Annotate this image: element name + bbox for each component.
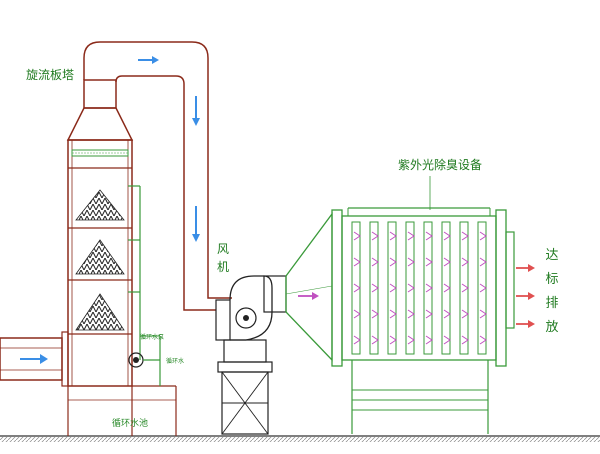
uv-ray-icon: [479, 257, 487, 267]
uv-ray-icon: [407, 283, 415, 293]
uv-ray-icon: [479, 231, 487, 241]
uv-ray-icon: [389, 283, 397, 293]
uv-lamp-tube: [423, 221, 433, 355]
uv-ray-icon: [371, 257, 379, 267]
swirl-plate-tower: [66, 79, 141, 387]
uv-ray-icon: [353, 231, 361, 241]
uv-ray-icon: [425, 309, 433, 319]
uv-lamp-tube: [477, 221, 487, 355]
tower-base: [67, 385, 177, 436]
uv-ray-icon: [389, 309, 397, 319]
uv-ray-icon: [389, 231, 397, 241]
inlet-flow-arrow-icon: [20, 354, 48, 364]
uv-ray-icon: [461, 309, 469, 319]
inlet-uv-arrow-icon: [298, 292, 319, 300]
duct-flow-arrow-icon: [138, 56, 200, 242]
uv-ray-icon: [353, 335, 361, 345]
pump-label-a: 循环水泵: [140, 334, 165, 341]
uv-ray-icon: [407, 257, 415, 267]
uv-ray-icon: [389, 257, 397, 267]
uv-lamp-tube: [351, 221, 361, 355]
fan-unit: [215, 275, 287, 435]
uv-ray-icon: [407, 335, 415, 345]
uv-ray-icon: [461, 335, 469, 345]
uv-ray-icon: [425, 283, 433, 293]
uv-ray-icon: [443, 257, 451, 267]
uv-ray-icon: [461, 231, 469, 241]
uv-ray-icon: [443, 309, 451, 319]
uv-ray-icon: [425, 231, 433, 241]
uv-ray-icon: [389, 335, 397, 345]
pool-label: 循环水池: [112, 419, 149, 429]
uv-ray-icon: [443, 335, 451, 345]
uv-ray-icon: [353, 283, 361, 293]
uv-deodorization-unit: [331, 207, 515, 434]
uv-lamp-tube: [459, 221, 469, 355]
uv-ray-icon: [371, 335, 379, 345]
uv-equipment-label: 紫外光除臭设备: [398, 158, 483, 172]
uv-ray-icon: [425, 335, 433, 345]
uv-ray-icon: [371, 231, 379, 241]
uv-ray-icon: [461, 283, 469, 293]
uv-lamp-tube: [405, 221, 415, 355]
uv-ray-icon: [407, 309, 415, 319]
pump-label-b: 循环水: [166, 358, 185, 365]
exhaust-arrow-icon: [516, 264, 535, 328]
discharge-label: 达标排放: [545, 248, 559, 335]
uv-ray-icon: [353, 257, 361, 267]
uv-ray-icon: [443, 283, 451, 293]
uv-ray-icon: [425, 257, 433, 267]
transition-cone: [285, 212, 333, 362]
uv-lamp-icon: [351, 221, 487, 355]
uv-ray-icon: [479, 283, 487, 293]
packing-layer-3: [75, 293, 125, 331]
uv-ray-icon: [479, 335, 487, 345]
uv-ray-icon: [479, 309, 487, 319]
uv-ray-icon: [371, 309, 379, 319]
uv-ray-icon: [353, 309, 361, 319]
uv-ray-icon: [461, 257, 469, 267]
circulation-pump: [128, 335, 161, 386]
uv-ray-icon: [371, 283, 379, 293]
transfer-duct: [83, 41, 232, 311]
fan-label: 风机: [216, 242, 229, 274]
ground: [0, 435, 600, 442]
tower-label: 旋流板塔: [26, 68, 75, 82]
packing-layer-2: [75, 239, 125, 275]
packing-layer-1: [75, 189, 125, 221]
uv-lamp-tube: [369, 221, 379, 355]
uv-lamp-tube: [387, 221, 397, 355]
uv-ray-icon: [407, 231, 415, 241]
uv-ray-icon: [443, 231, 451, 241]
uv-lamp-tube: [441, 221, 451, 355]
